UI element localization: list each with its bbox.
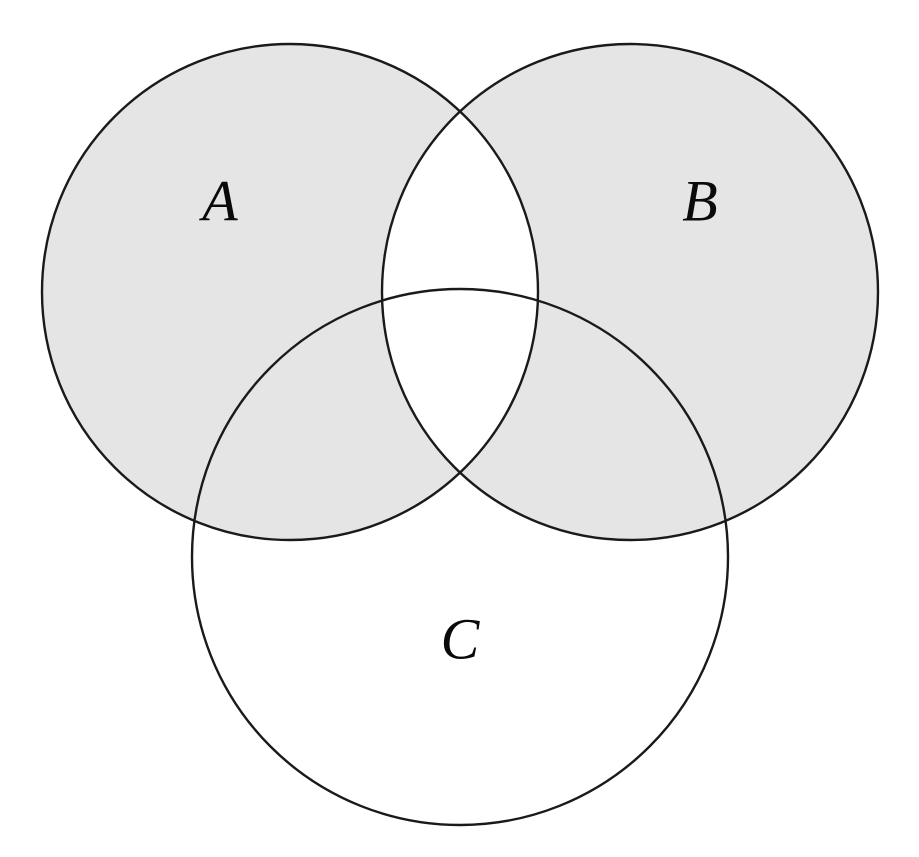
- circle-outline-set-c: [190, 287, 730, 827]
- set-label-c: C: [441, 606, 481, 671]
- set-label-b: B: [682, 168, 717, 233]
- set-label-a: A: [198, 168, 238, 233]
- circle-outline-set-b: [380, 42, 880, 542]
- circle-outline-set-a: [40, 42, 540, 542]
